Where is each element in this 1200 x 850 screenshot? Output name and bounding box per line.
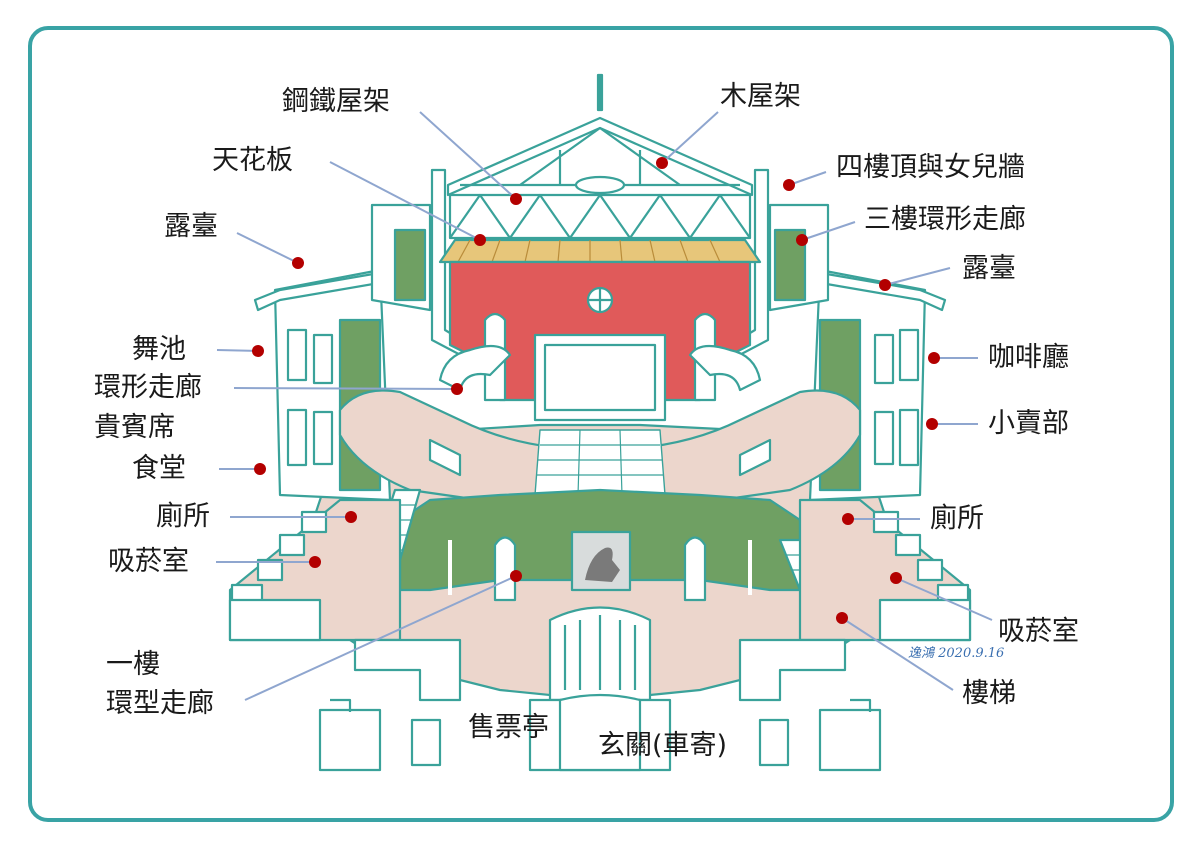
marker-dot (842, 513, 854, 525)
roof (446, 116, 754, 197)
diagram-frame (28, 26, 1174, 822)
label-third-corridor: 三樓環形走廊 (864, 204, 1026, 235)
marker-dot (510, 193, 522, 205)
marker-dot (890, 572, 902, 584)
right-balcony (688, 344, 762, 392)
marker-dot (254, 463, 266, 475)
marker-dot (345, 511, 357, 523)
wood-ceiling (438, 238, 762, 264)
marker-dot (879, 279, 891, 291)
label-parapet: 四樓頂與女兒牆 (836, 152, 1025, 183)
label-steel-truss: 鋼鐵屋架 (282, 86, 390, 117)
marker-dot (510, 570, 522, 582)
label-kiosk: 小賣部 (988, 408, 1069, 439)
label-first-floor-line1: 一樓 (106, 649, 160, 680)
left-balcony (438, 344, 512, 392)
marker-dot (292, 257, 304, 269)
label-toilet-left: 廁所 (156, 501, 210, 532)
marker-dot (474, 234, 486, 246)
label-terrace-left: 露臺 (164, 211, 218, 242)
label-entrance: 玄關(車寄) (598, 730, 728, 761)
marker-dot (926, 418, 938, 430)
label-dance-floor: 舞池 (132, 334, 186, 365)
left-gate-pillar (318, 708, 382, 772)
label-ring-corridor: 環形走廊 (94, 372, 202, 403)
right-gate-pillar (818, 708, 882, 772)
label-cafe: 咖啡廳 (988, 342, 1069, 373)
marker-dot (656, 157, 668, 169)
label-ceiling: 天花板 (212, 145, 293, 176)
marker-dot (783, 179, 795, 191)
leader-lines (216, 111, 993, 701)
label-first-floor-line2: 環型走廊 (106, 688, 214, 719)
artist-signature: 逸鴻 2020.9.16 (908, 646, 1005, 661)
marker-dot (928, 352, 940, 364)
building-drawing (228, 73, 972, 772)
label-terrace-right: 露臺 (962, 253, 1016, 284)
label-smoking-left: 吸菸室 (108, 546, 189, 577)
marker-dot (836, 612, 848, 624)
marker-dot (252, 345, 264, 357)
label-smoking-right: 吸菸室 (998, 616, 1079, 647)
marker-dot (451, 383, 463, 395)
marker-dot (309, 556, 321, 568)
label-toilet-right: 廁所 (930, 503, 984, 534)
marker-dots (252, 157, 940, 624)
label-vip-seats: 貴賓席 (94, 412, 175, 443)
label-ticket-booth: 售票亭 (468, 712, 549, 743)
label-dining: 食堂 (132, 453, 186, 484)
marker-dot (796, 234, 808, 246)
label-wood-truss: 木屋架 (720, 81, 801, 112)
label-stairs: 樓梯 (962, 678, 1016, 709)
